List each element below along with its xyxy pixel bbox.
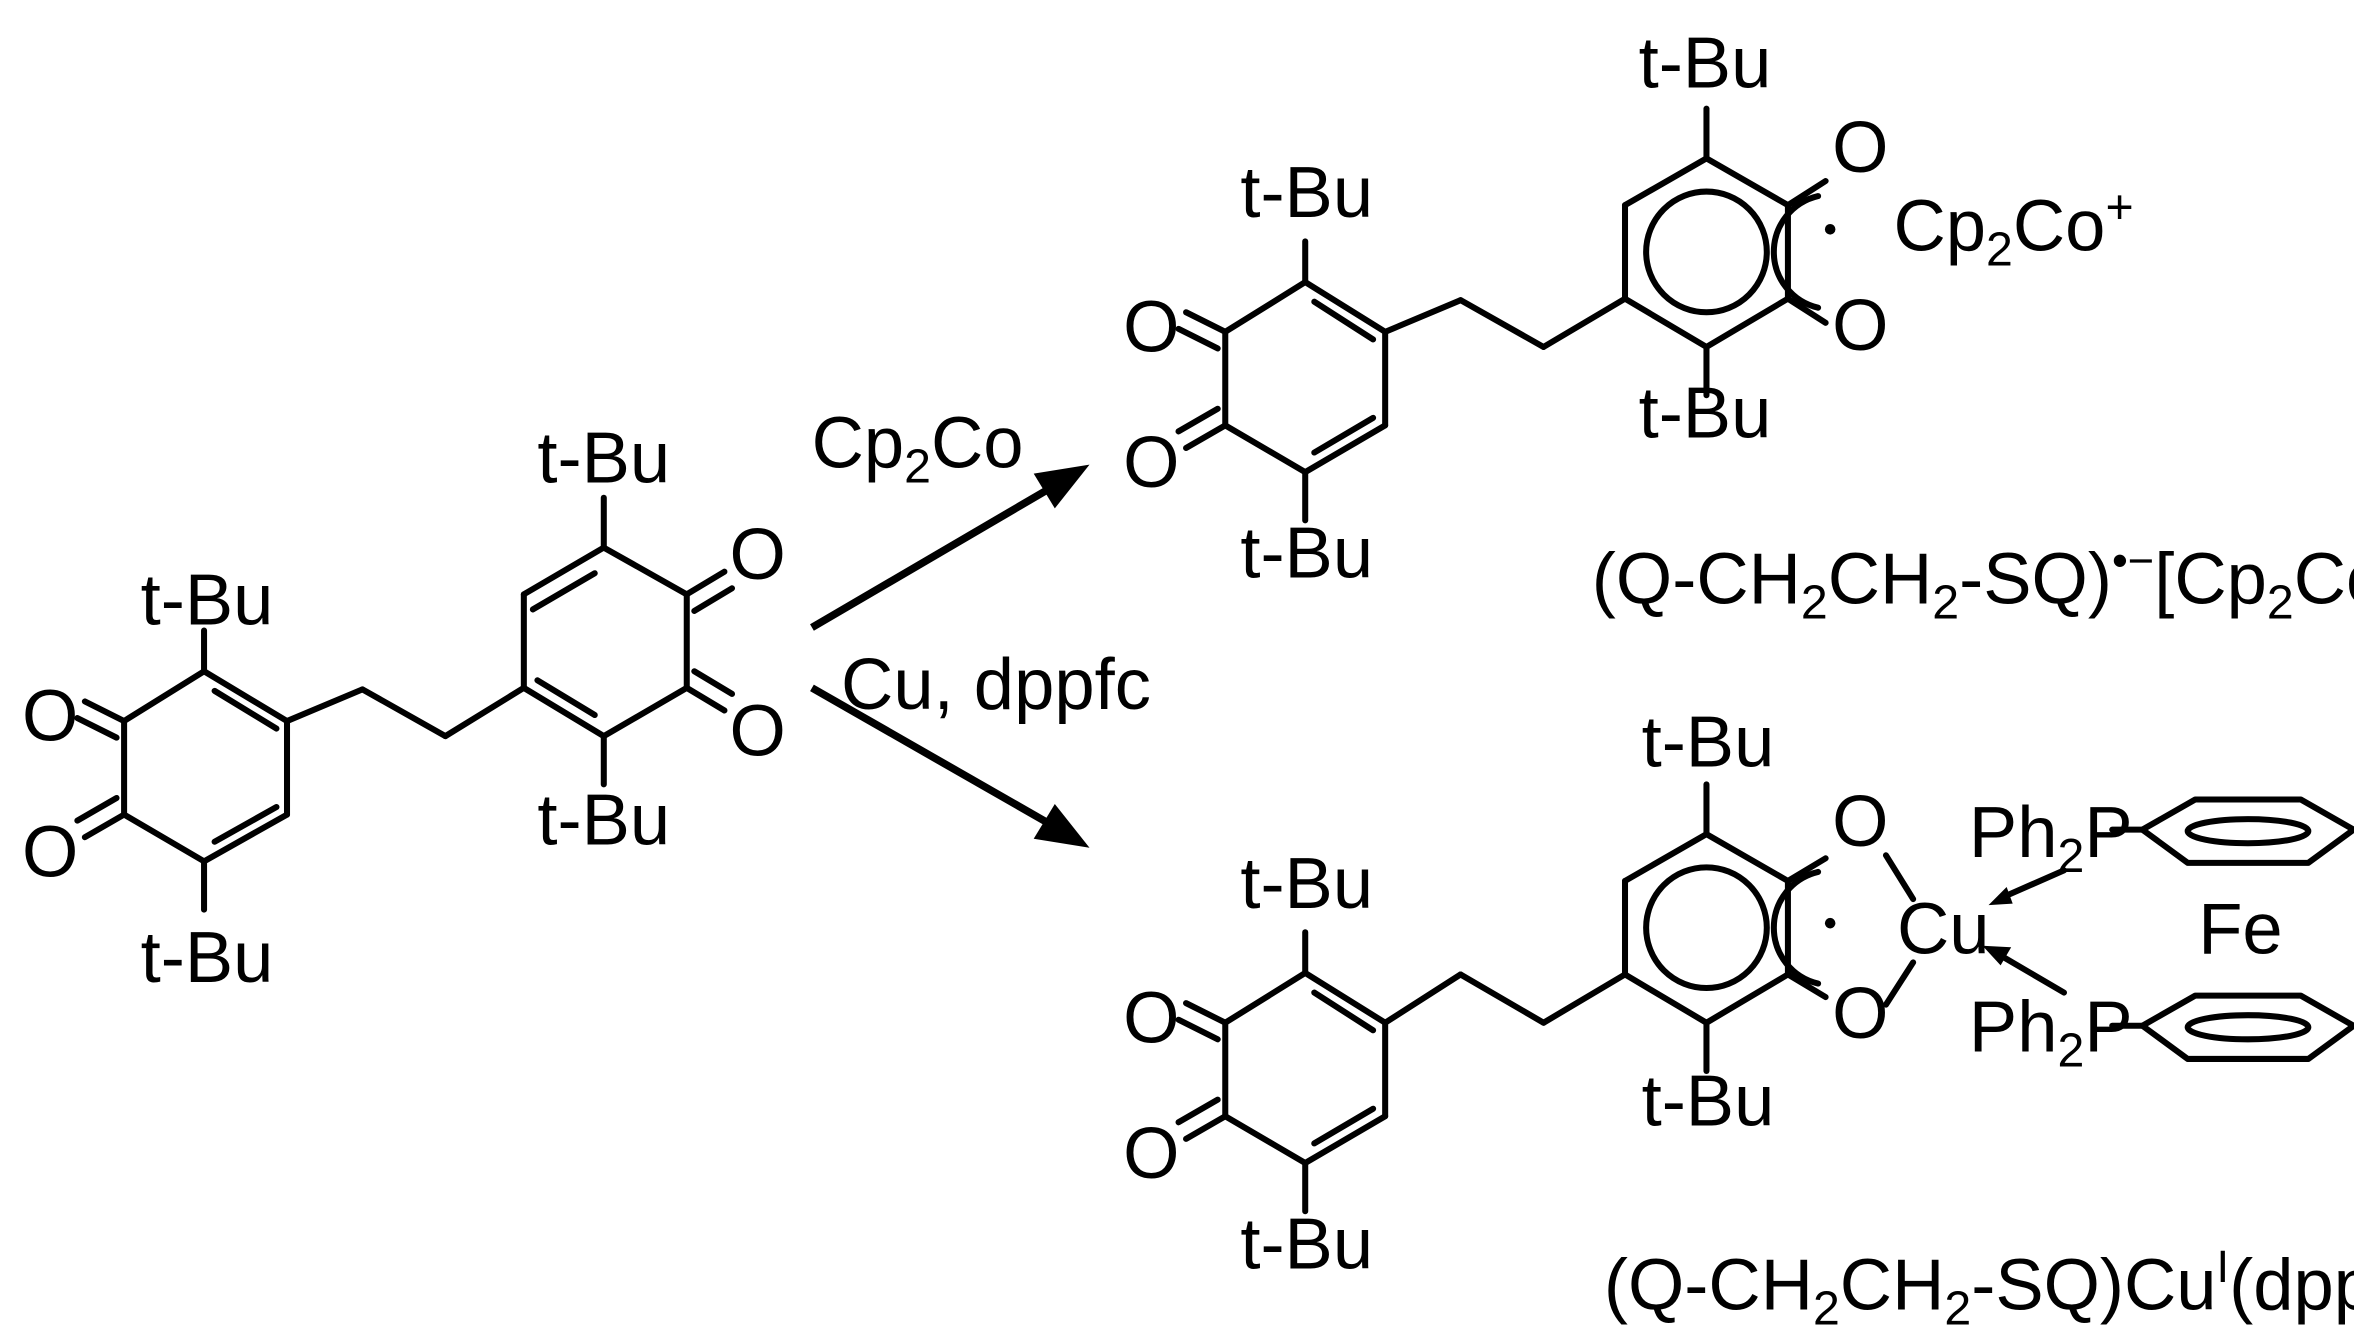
tbu-label: t-Bu (1240, 843, 1373, 924)
ferrocene-cp-top (2139, 796, 2354, 866)
bottom-atom-labels: O O O O Cu Fe Ph2P Ph2P t-Bu t-Bu t-Bu t… (1123, 701, 2283, 1284)
tbu-label: t-Bu (141, 560, 274, 641)
starting-ethylene-bridge (283, 684, 527, 740)
atom-label-oxygen: O (729, 691, 785, 772)
bottom-quinone-carbonyls (1175, 1000, 1229, 1142)
tbu-label: t-Bu (1240, 513, 1373, 594)
tbu-label: t-Bu (1639, 22, 1772, 103)
reagent-cobaltocene: Cp2Co (812, 403, 1024, 494)
atom-label-oxygen: O (1832, 285, 1888, 366)
starting-right-carbonyls (683, 568, 736, 714)
tbu-label: t-Bu (1240, 1204, 1373, 1285)
starting-left-carbonyls (74, 698, 128, 841)
product-top: O O O O t-Bu t-Bu t-Bu t-Bu (1123, 22, 1888, 593)
radical-dot (1824, 224, 1836, 235)
starting-left-quinone-ring (121, 668, 291, 865)
top-atom-labels: O O O O t-Bu t-Bu t-Bu t-Bu (1123, 22, 1888, 593)
iron-atom: Fe (2198, 888, 2282, 969)
tbu-label: t-Bu (1642, 1060, 1775, 1141)
copper-atom: Cu (1897, 888, 1990, 969)
atom-label-oxygen: O (1123, 286, 1179, 367)
reagent-cu-dppfc: Cu, dppfc (841, 644, 1151, 725)
tbu-label: t-Bu (1639, 372, 1772, 453)
top-semiquinone-ring (1621, 155, 1791, 350)
atom-label-oxygen: O (1123, 422, 1179, 503)
starting-atom-labels: O O O O t-Bu t-Bu t-Bu t-Bu (22, 418, 786, 998)
starting-right-quinone-ring (520, 544, 690, 740)
top-ethylene-bridge (1382, 295, 1629, 350)
phosphine-label: Ph2P (1969, 986, 2133, 1077)
copper-coordination-bonds (1882, 826, 2146, 1029)
atom-label-oxygen: O (729, 514, 785, 595)
product-label-top: (Q-CH2CH2-SQ)•−[Cp2Co]+ (1592, 533, 2354, 629)
tbu-label: t-Bu (1240, 152, 1373, 233)
cobaltocenium-counterion: Cp2Co+ (1894, 180, 2134, 276)
atom-label-oxygen: O (1123, 977, 1179, 1058)
atom-label-oxygen: O (22, 811, 78, 892)
product-label-bottom: (Q-CH2CH2-SQ)CuI(dppfc) (1604, 1241, 2354, 1335)
top-quinone-carbonyls (1175, 309, 1229, 452)
ferrocene-cp-bottom (2139, 992, 2354, 1062)
radical-dot (1824, 917, 1836, 929)
product-bottom: O O O O Cu Fe Ph2P Ph2P t-Bu t-Bu t-Bu t… (1123, 701, 2354, 1285)
atom-label-oxygen: O (1832, 781, 1888, 862)
starting-material: O O O O t-Bu t-Bu t-Bu t-Bu (22, 418, 786, 998)
bottom-ethylene-bridge (1382, 971, 1629, 1026)
phosphine-label: Ph2P (1969, 792, 2133, 883)
reaction-arrow-top (810, 464, 1090, 631)
bottom-semiquinone-co-bonds (1770, 855, 1829, 1001)
reaction-arrow-bottom (810, 684, 1090, 848)
top-quinone-ring (1222, 279, 1389, 476)
tbu-label: t-Bu (1642, 701, 1775, 782)
atom-label-oxygen: O (22, 676, 78, 757)
bottom-quinone-ring (1222, 969, 1389, 1167)
tbu-label: t-Bu (141, 917, 274, 998)
tbu-label: t-Bu (537, 418, 670, 499)
atom-label-oxygen: O (1123, 1113, 1179, 1194)
top-semiquinone-co-bonds (1770, 177, 1829, 326)
atom-label-oxygen: O (1832, 973, 1888, 1054)
bottom-semiquinone-ring (1621, 831, 1791, 1026)
tbu-label: t-Bu (537, 780, 670, 861)
atom-label-oxygen: O (1832, 107, 1888, 188)
